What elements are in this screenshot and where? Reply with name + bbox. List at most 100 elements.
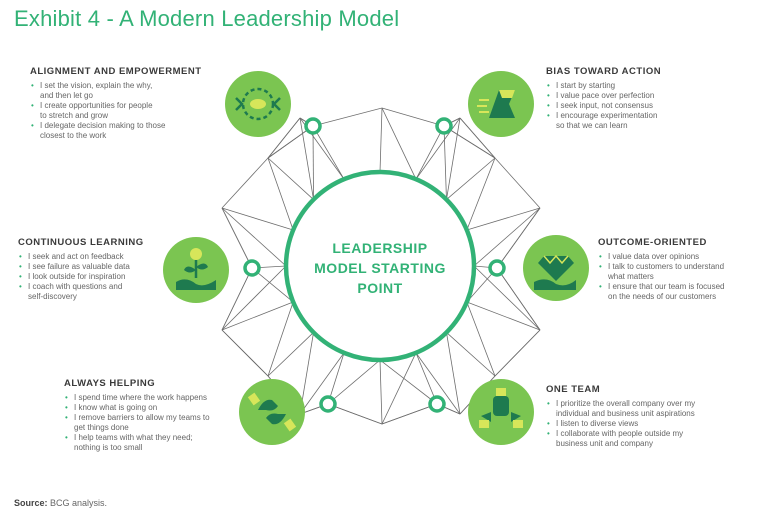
section-alignment-empowerment: ALIGNMENT AND EMPOWERMENT I set the visi… <box>30 66 230 141</box>
network-line <box>466 207 541 231</box>
network-line <box>221 207 253 269</box>
source-note: Source: BCG analysis. <box>14 498 107 508</box>
network-line <box>379 359 438 405</box>
bullet-item: I ensure that our team is focused <box>598 282 763 292</box>
network-lines <box>221 107 541 425</box>
section-bias-toward-action: BIAS TOWARD ACTION I start by starting I… <box>546 66 746 131</box>
bullet-continuation: get things done <box>74 423 129 432</box>
bullet-continuation: so that we can learn <box>556 121 628 130</box>
connector-nodes <box>243 117 506 413</box>
section-one-team: ONE TEAM I prioritize the overall compan… <box>546 384 761 449</box>
bullet-item: I create opportunities for people <box>30 101 230 111</box>
bullet-item: I value pace over perfection <box>546 91 746 101</box>
network-line <box>446 157 496 200</box>
bullet-item: I set the vision, explain the why, <box>30 81 230 91</box>
network-line <box>473 207 541 267</box>
network-line <box>466 301 496 377</box>
network-line <box>221 207 294 231</box>
network-line <box>443 125 496 159</box>
section-heading: ONE TEAM <box>546 384 601 395</box>
center-line-2: MODEL STARTING <box>314 260 446 276</box>
running-shoe-icon <box>468 71 534 137</box>
page-title: Exhibit 4 - A Modern Leadership Model <box>14 6 400 31</box>
network-line <box>267 125 314 159</box>
bullet-item: I prioritize the overall company over my <box>546 399 761 409</box>
section-heading: CONTINUOUS LEARNING <box>18 237 144 248</box>
network-line <box>221 301 294 331</box>
bullet-item: I listen to diverse views <box>546 419 761 429</box>
plant-in-hand-icon <box>163 237 229 303</box>
network-line <box>312 125 314 200</box>
bullet-item: I encourage experimentation <box>546 111 746 121</box>
source-text: BCG analysis. <box>50 498 108 508</box>
bullet-continuation: closest to the work <box>40 131 107 140</box>
center-label: LEADERSHIP MODEL STARTING POINT <box>300 238 460 298</box>
bullet-item: I look outside for inspiration <box>18 272 168 282</box>
section-heading: OUTCOME-ORIENTED <box>598 237 707 248</box>
diamond-in-hand-icon <box>523 235 589 301</box>
network-line <box>446 332 496 377</box>
network-line <box>267 332 314 377</box>
network-line <box>415 125 445 180</box>
network-line <box>379 359 383 425</box>
network-line <box>327 352 345 405</box>
bullet-continuation: what matters <box>608 272 654 281</box>
bullet-continuation: on the needs of our customers <box>608 292 717 301</box>
bullet-continuation: individual and business unit aspirations <box>556 409 695 418</box>
network-line <box>221 267 253 331</box>
network-line <box>221 265 287 331</box>
network-line <box>446 332 461 415</box>
network-line <box>494 157 541 209</box>
source-label: Source: <box>14 498 48 508</box>
connector-node <box>243 259 261 277</box>
bullet-item: I delegate decision making to those <box>30 121 230 131</box>
network-line <box>496 267 541 331</box>
network-line <box>415 352 461 415</box>
network-line <box>415 352 438 405</box>
network-line <box>267 157 314 200</box>
network-line <box>379 107 383 173</box>
network-line <box>299 117 314 200</box>
bullet-item: I know what is going on <box>64 403 239 413</box>
section-always-helping: ALWAYS HELPING I spend time where the wo… <box>64 378 239 453</box>
bullet-item: I start by starting <box>546 81 746 91</box>
network-line <box>381 352 417 425</box>
bullet-item: I help teams with what they need; <box>64 433 239 443</box>
bullet-item: I coach with questions and <box>18 282 168 292</box>
connector-node <box>319 395 337 413</box>
section-heading: BIAS TOWARD ACTION <box>546 66 662 77</box>
network-line <box>446 117 461 200</box>
network-line <box>221 207 287 267</box>
network-line <box>494 329 541 377</box>
bullet-continuation: self-discovery <box>28 292 77 301</box>
target-arrows-icon <box>225 71 291 137</box>
bullet-item: I seek and act on feedback <box>18 252 168 262</box>
center-circle <box>283 169 477 363</box>
section-continuous-learning: CONTINUOUS LEARNING I seek and act on fe… <box>18 237 168 302</box>
network-line <box>267 117 301 159</box>
bullet-continuation: to stretch and grow <box>40 111 109 120</box>
network-line <box>312 107 383 127</box>
bullet-item: I seek input, not consensus <box>546 101 746 111</box>
bullet-continuation: business unit and company <box>556 439 653 448</box>
bullet-continuation: nothing is too small <box>74 443 143 452</box>
bullet-continuation: and then let go <box>40 91 93 100</box>
center-line-3: POINT <box>357 280 403 296</box>
network-line <box>443 125 447 200</box>
bullet-item: I talk to customers to understand <box>598 262 763 272</box>
network-line <box>459 117 496 159</box>
network-line <box>267 157 294 231</box>
network-line <box>221 157 269 209</box>
team-hands-icon <box>468 379 534 445</box>
network-line <box>415 117 461 180</box>
section-heading: ALIGNMENT AND EMPOWERMENT <box>30 66 202 77</box>
network-line <box>327 359 381 405</box>
network-line <box>381 403 438 425</box>
center-line-1: LEADERSHIP <box>332 240 428 256</box>
network-line <box>327 403 383 425</box>
connector-node <box>304 117 322 135</box>
section-outcome-oriented: OUTCOME-ORIENTED I value data over opini… <box>598 237 763 302</box>
network-line <box>221 329 269 377</box>
network-line <box>381 107 445 127</box>
network-line <box>251 267 294 303</box>
